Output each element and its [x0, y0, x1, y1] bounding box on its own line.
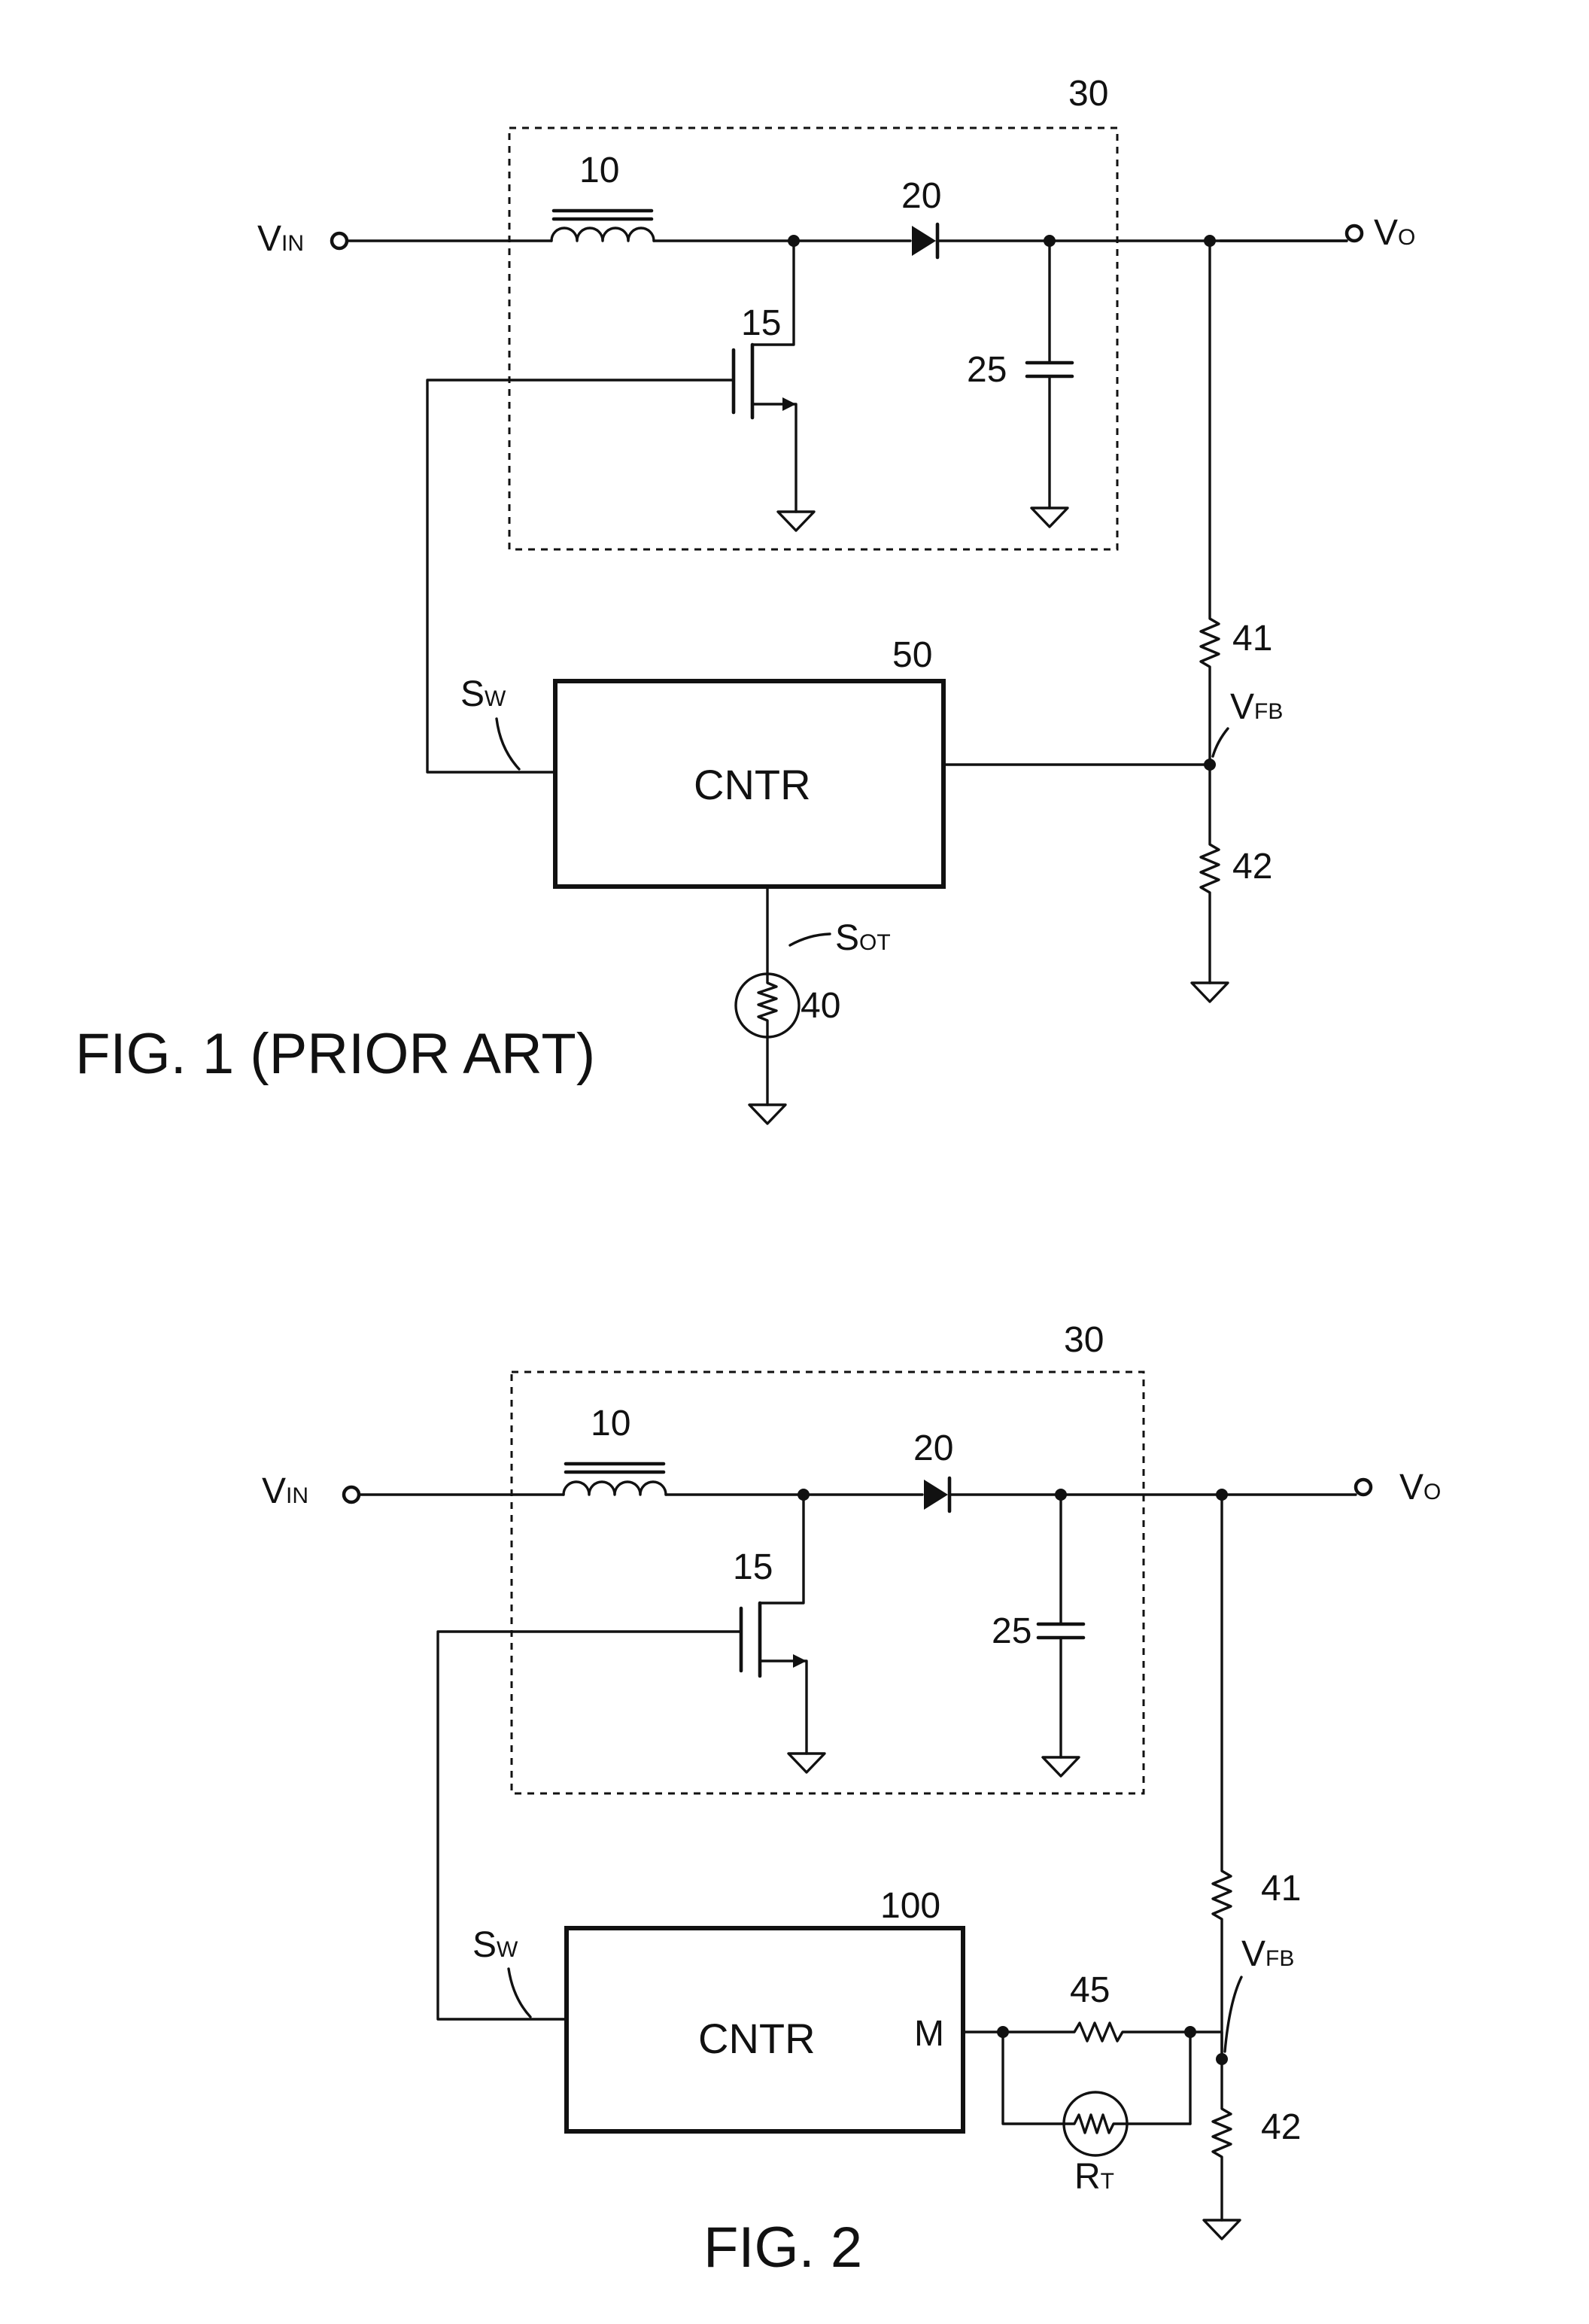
fig1-diode-label: 20	[901, 176, 941, 216]
fig1-mosfet-label: 15	[741, 303, 781, 343]
svg-text:RT: RT	[1074, 2157, 1114, 2197]
svg-text:SOT: SOT	[835, 918, 891, 958]
fig2-capacitor-label: 25	[992, 1611, 1031, 1651]
fig2-controller-label: 100	[880, 1886, 940, 1926]
fig2-caption: FIG. 2	[703, 2216, 862, 2280]
fig2-diode	[924, 1478, 949, 1511]
fig2-vo-label: VO	[1399, 1468, 1441, 1507]
fig1-inductor	[551, 211, 654, 241]
fig2-inductor-label: 10	[591, 1404, 630, 1443]
fig2-mosfet	[741, 1495, 825, 1772]
fig2-mosfet-label: 15	[733, 1547, 773, 1587]
fig2-controller-text: CNTR	[698, 2015, 816, 2062]
fig1-thermistor-label: 40	[801, 986, 840, 1026]
fig2-sw-label: SW	[472, 1925, 530, 2017]
svg-text:VFB: VFB	[1241, 1934, 1294, 1974]
fig1-mosfet	[734, 241, 814, 531]
fig2-converter-block-label: 30	[1064, 1320, 1104, 1360]
fig1-sot-label: SOT	[790, 918, 891, 958]
fig1-inductor-label: 10	[579, 151, 619, 190]
fig1-caption: FIG. 1 (PRIOR ART)	[75, 1022, 595, 1086]
svg-text:SW: SW	[472, 1925, 518, 1965]
fig2-vin-terminal	[344, 1487, 359, 1502]
fig1-capacitor-label: 25	[967, 350, 1007, 390]
svg-text:SW: SW	[460, 674, 506, 714]
fig1-controller-label: 50	[892, 635, 932, 675]
fig1-capacitor	[1027, 241, 1072, 527]
fig1-vfb-label: VFB	[1213, 687, 1283, 756]
fig1-converter-block-outline	[509, 128, 1117, 549]
svg-text:VIN: VIN	[262, 1471, 308, 1511]
fig1-resistor-41-label: 41	[1232, 619, 1272, 659]
fig1-vin-terminal	[332, 233, 347, 248]
fig2-tail-wire	[1190, 2032, 1222, 2059]
fig1-controller-text: CNTR	[694, 761, 811, 808]
fig1-vin-label: VIN	[257, 219, 304, 259]
fig1-sw-label: SW	[460, 674, 519, 769]
fig2-resistor-42-label: 42	[1261, 2107, 1301, 2147]
fig2-resistor-41-label: 41	[1261, 1869, 1301, 1909]
fig2-vo-terminal	[1356, 1480, 1371, 1495]
fig1-circuit: 30 VIN 10 20 VO	[75, 74, 1415, 1124]
fig2-capacitor	[1038, 1495, 1083, 1776]
fig2-diode-label: 20	[913, 1428, 953, 1468]
fig2-pin-m: M	[914, 2014, 944, 2054]
fig2-vfb-label: VFB	[1225, 1934, 1294, 2052]
fig2-resistor-41	[1213, 1495, 1231, 2055]
fig1-thermistor	[736, 974, 799, 1124]
fig2-resistor-45-label: 45	[1070, 1970, 1110, 2010]
fig2-circuit: 30 VIN 10 20 VO	[262, 1320, 1441, 2280]
fig2-resistor-42	[1204, 2059, 1240, 2239]
svg-text:VIN: VIN	[257, 219, 304, 259]
fig1-resistor-42	[1192, 765, 1228, 1002]
fig2-inductor	[564, 1464, 666, 1495]
fig1-vo-label: VO	[1374, 213, 1415, 253]
svg-text:VO: VO	[1374, 213, 1415, 253]
fig2-vin-label: VIN	[262, 1471, 308, 1511]
fig2-rt-label: RT	[1074, 2157, 1114, 2197]
fig1-vo-terminal	[1347, 226, 1362, 241]
svg-text:VO: VO	[1399, 1468, 1441, 1507]
fig1-converter-block-label: 30	[1068, 74, 1108, 114]
fig1-resistor-42-label: 42	[1232, 847, 1272, 887]
fig2-thermistor-rt	[1003, 2032, 1190, 2155]
svg-text:VFB: VFB	[1230, 687, 1283, 727]
fig1-resistor-41	[1201, 241, 1219, 760]
fig1-diode	[912, 224, 937, 257]
fig2-resistor-45	[1003, 2023, 1190, 2041]
